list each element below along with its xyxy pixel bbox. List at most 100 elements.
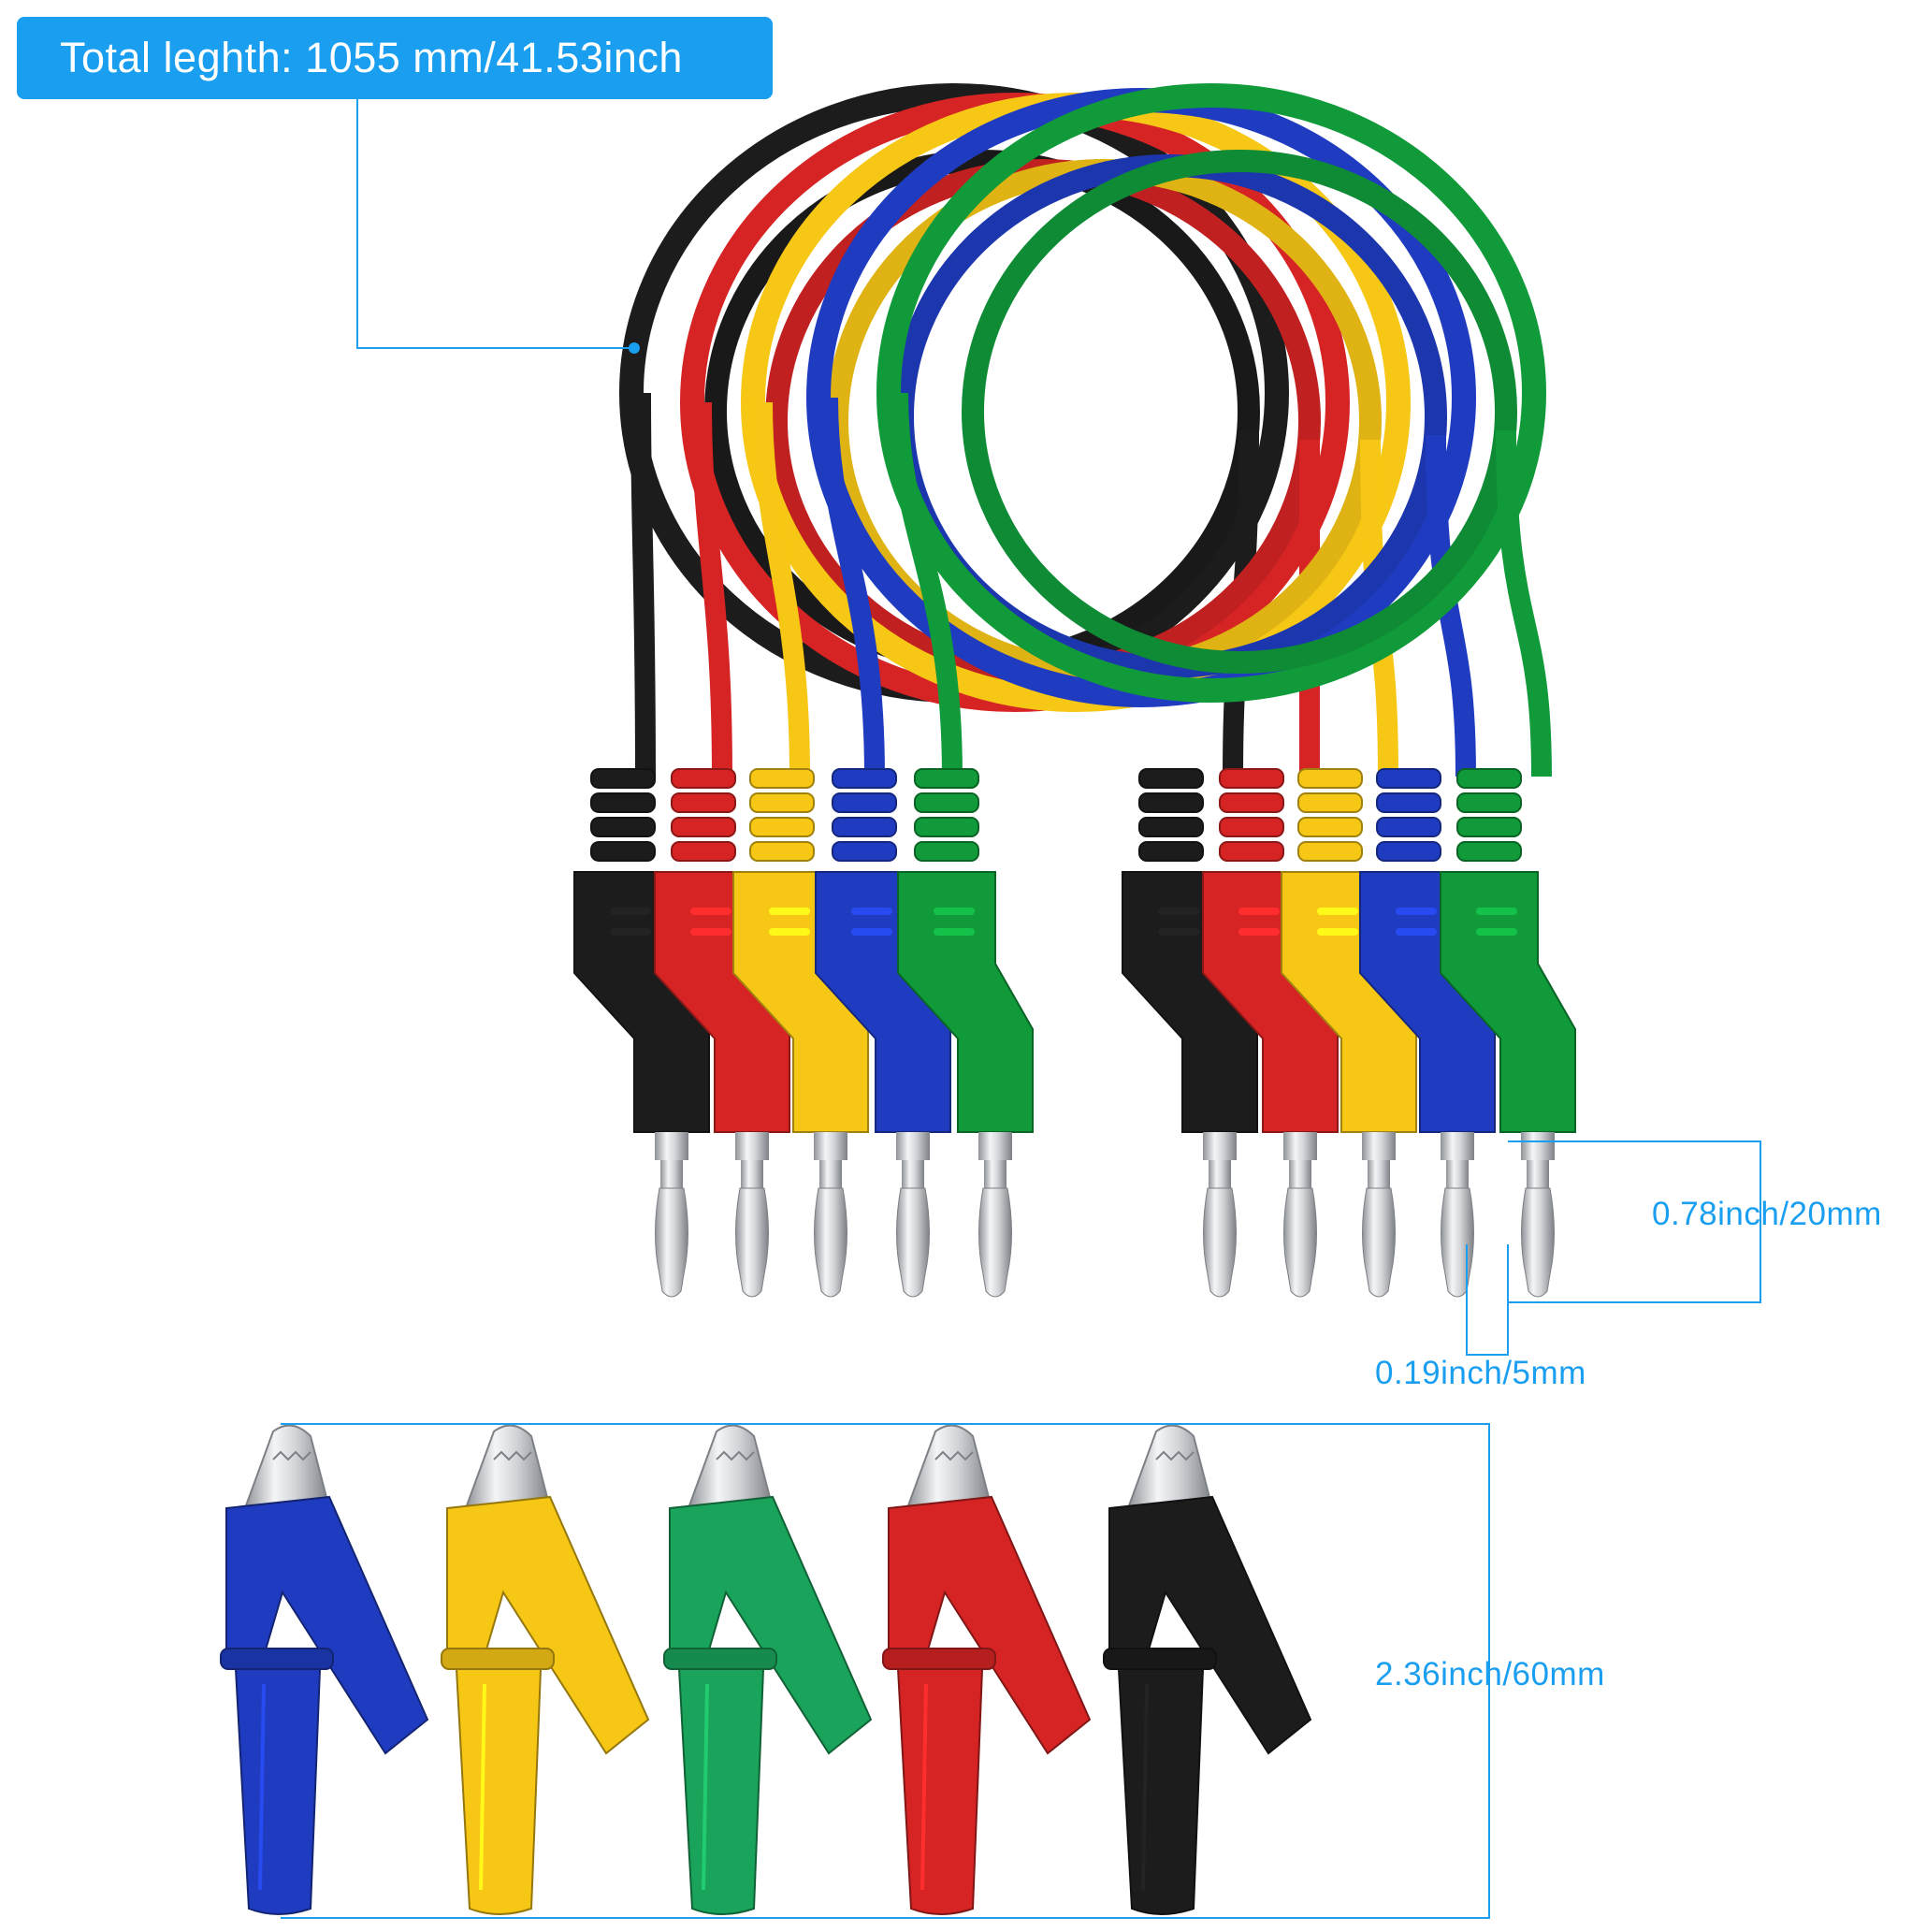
clip-teeth [1155, 1450, 1195, 1461]
plug-pin [1203, 1187, 1237, 1298]
plug-pin [1283, 1187, 1317, 1298]
plug-strain-ring [832, 792, 897, 813]
cable-left-lead-yellow [752, 401, 810, 777]
plug-collar [1441, 1132, 1474, 1160]
plug-neck [1289, 1160, 1311, 1188]
clip-highlight [479, 1683, 486, 1891]
plug-body [1440, 871, 1576, 1133]
plug-pin [1441, 1187, 1474, 1298]
plug-grip-line [1476, 908, 1517, 915]
clip-jaw [905, 1424, 993, 1509]
plug-strain-ring [832, 817, 897, 837]
plug-strain-ring [1138, 768, 1204, 789]
plug-strain-ring [914, 841, 979, 862]
plug-strain-ring [1219, 768, 1284, 789]
plug-grip-line [1238, 908, 1280, 915]
plug-neck [741, 1160, 763, 1188]
clip-jaw [243, 1424, 331, 1509]
plug-strain-ring [671, 792, 736, 813]
cable-left-lead-red [691, 401, 732, 777]
plug-strain-ring [590, 817, 656, 837]
plug-strain-ring [749, 792, 815, 813]
clip-collar [882, 1648, 996, 1670]
clip-handle [896, 1668, 984, 1915]
plug-grip-line [1158, 928, 1199, 936]
plug-neck [1368, 1160, 1390, 1188]
plug-grip-line [1158, 908, 1199, 915]
plug-neck [902, 1160, 924, 1188]
plug-strain-ring [671, 841, 736, 862]
clip-jaw [464, 1424, 552, 1509]
clip-teeth [716, 1450, 755, 1461]
plug-strain-ring [1138, 841, 1204, 862]
plug-grip-line [610, 928, 651, 936]
banana-plug-right-yellow [1281, 768, 1417, 1298]
plug-collar [814, 1132, 847, 1160]
clip-collar [441, 1648, 555, 1670]
plug-grip-line [1396, 908, 1437, 915]
plug-grip-line [690, 928, 731, 936]
clip-handle [677, 1668, 765, 1915]
plug-neck [1209, 1160, 1231, 1188]
plug-strain-ring [1219, 817, 1284, 837]
clip-collar [1103, 1648, 1217, 1670]
plug-grip-line [769, 908, 810, 915]
plug-pin [978, 1187, 1012, 1298]
total-length-leader-line [356, 99, 632, 349]
clip-teeth [934, 1450, 974, 1461]
cable-right-lead-green [1496, 429, 1552, 777]
cable-left-lead-green [888, 392, 963, 777]
plug-strain-ring [1219, 841, 1284, 862]
plug-neck [819, 1160, 842, 1188]
cable-right-lead-blue [1426, 434, 1476, 777]
plug-grip-line [1317, 908, 1358, 915]
banana-plug-left-blue [815, 768, 951, 1298]
plug-strain-ring [832, 768, 897, 789]
cable-left-lead-blue [818, 397, 885, 777]
plug-strain-ring [590, 841, 656, 862]
clip-handle [455, 1668, 543, 1915]
alligator-clip-blue [220, 1424, 429, 1915]
plug-grip-line [934, 908, 975, 915]
plug-strain-ring [1138, 792, 1204, 813]
plug-collar [1283, 1132, 1317, 1160]
banana-plug-left-green [897, 768, 1034, 1298]
plug-grip-line [610, 908, 651, 915]
banana-plug-right-black [1122, 768, 1258, 1298]
plug-strain-ring [1138, 817, 1204, 837]
clip-collar [220, 1648, 334, 1670]
clip-jaw [687, 1424, 775, 1509]
plug-strain-ring [749, 841, 815, 862]
plug-strain-ring [671, 768, 736, 789]
plug-grip-line [769, 928, 810, 936]
plug-collar [896, 1132, 930, 1160]
alligator-clip-red [882, 1424, 1092, 1915]
banana-plug-right-green [1440, 768, 1576, 1298]
plug-length-bracket [1508, 1140, 1761, 1303]
clip-collar [663, 1648, 777, 1670]
alligator-clip-black [1103, 1424, 1312, 1915]
plug-pin [896, 1187, 930, 1298]
total-length-leader-dot [629, 342, 640, 354]
plug-strain-ring [1376, 792, 1441, 813]
plug-body [897, 871, 1034, 1133]
plug-grip-line [934, 928, 975, 936]
clip-teeth [272, 1450, 311, 1461]
plug-strain-ring [590, 768, 656, 789]
plug-strain-ring [671, 817, 736, 837]
plug-grip-line [690, 908, 731, 915]
clip-highlight [1141, 1683, 1149, 1891]
alligator-clip-yellow [441, 1424, 650, 1915]
plug-strain-ring [832, 841, 897, 862]
clip-length-bracket [281, 1423, 1490, 1919]
cable-left-lead-black [630, 392, 656, 777]
plug-strain-ring [1376, 841, 1441, 862]
plug-strain-ring [1456, 792, 1522, 813]
banana-plug-left-yellow [732, 768, 869, 1298]
clip-length-text: 2.36inch/60mm [1375, 1656, 1605, 1692]
clip-handle [1117, 1668, 1205, 1915]
alligator-clip-clip_green [663, 1424, 873, 1915]
plug-collar [1521, 1132, 1555, 1160]
plug-strain-ring [914, 792, 979, 813]
plug-collar [1203, 1132, 1237, 1160]
